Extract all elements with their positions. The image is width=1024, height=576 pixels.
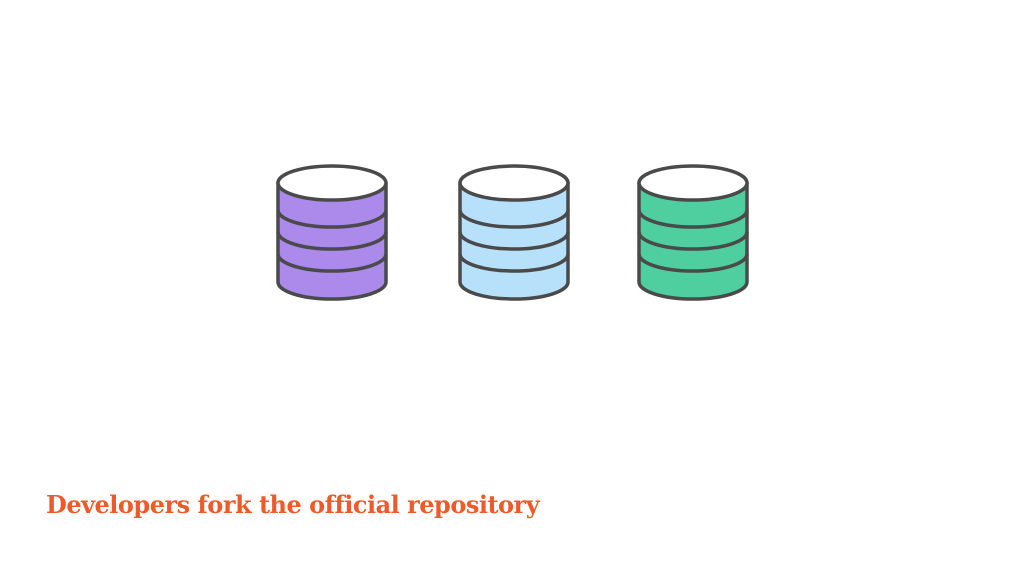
slide-caption: Developers fork the official repository <box>46 490 540 519</box>
repo-purple-database-icon <box>274 160 390 305</box>
database-icon <box>458 164 570 301</box>
repo-green-database-icon <box>635 160 751 305</box>
repo-blue-database-icon <box>456 160 572 305</box>
database-icon <box>637 164 749 301</box>
database-icon <box>276 164 388 301</box>
